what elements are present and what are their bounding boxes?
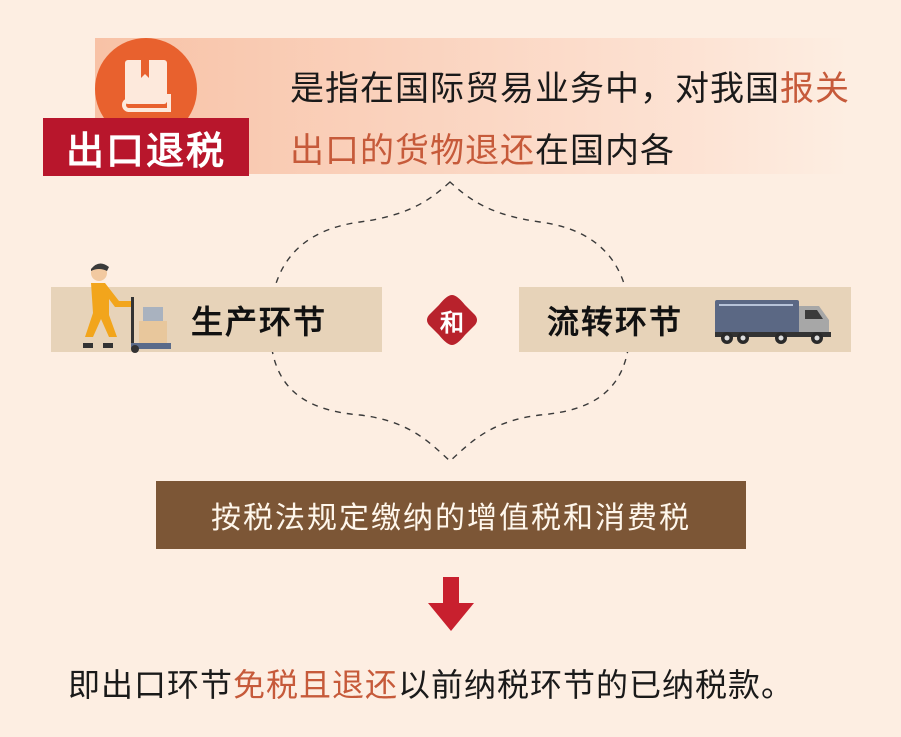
conclusion-highlight: 免税且退还 bbox=[233, 666, 399, 704]
stage-production-label: 生产环节 bbox=[191, 302, 328, 341]
truck-icon bbox=[715, 299, 832, 344]
header-description: 是指在国际贸易业务中，对我国报关出口的货物退还在国内各 bbox=[290, 58, 860, 182]
stage-circulation-label: 流转环节 bbox=[547, 302, 684, 341]
conclusion: 即出口环节免税且退还以前纳税环节的已纳税款。 bbox=[68, 660, 868, 706]
connector-badge bbox=[427, 295, 477, 345]
arrow-down-icon bbox=[428, 577, 474, 631]
conclusion-text-end: 以前纳税环节的已纳税款。 bbox=[398, 666, 795, 704]
conclusion-text: 即出口环节 bbox=[68, 666, 234, 704]
dashed-outline bbox=[269, 181, 631, 462]
description-text-end: 在国内各 bbox=[535, 131, 675, 171]
page-title: 出口退税 bbox=[43, 118, 249, 176]
book-icon bbox=[122, 60, 171, 112]
description-text: 是指在国际贸易业务中，对我国 bbox=[290, 69, 780, 109]
connector-label: 和 bbox=[440, 308, 464, 337]
description-highlight: 报关出口的货物退还 bbox=[290, 69, 850, 171]
stage-production: 生产环节 bbox=[51, 262, 382, 353]
worker-pushing-cart-icon bbox=[83, 262, 171, 353]
tax-box: 按税法规定缴纳的增值税和消费税 bbox=[156, 481, 746, 549]
stage-circulation: 流转环节 bbox=[519, 287, 851, 352]
